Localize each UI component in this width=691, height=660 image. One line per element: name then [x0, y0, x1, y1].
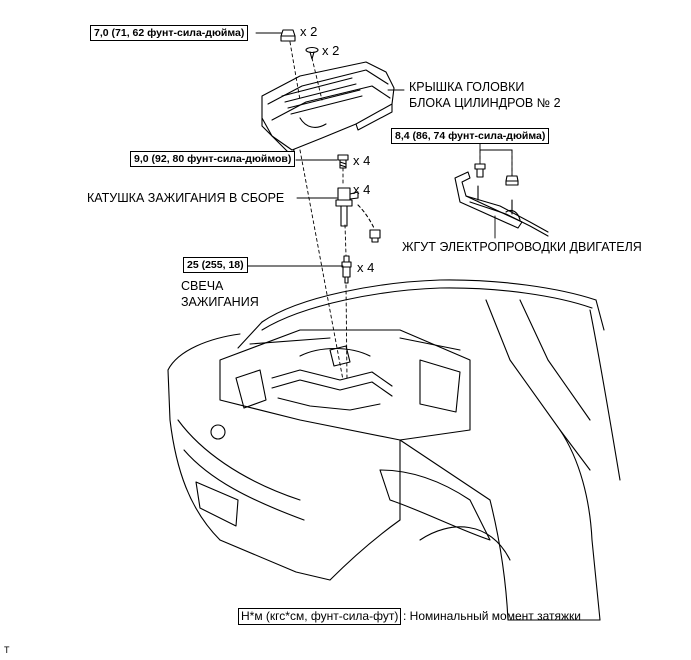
- torque-harness-bolt: 8,4 (86, 74 фунт-сила-дюйма): [391, 128, 550, 144]
- cover-nut-icon: [280, 29, 296, 42]
- ignition-coil: [335, 187, 359, 227]
- torque-spark-plug: 25 (255, 18): [183, 257, 248, 273]
- qty-cover-clip: x 2: [322, 43, 340, 58]
- label-cover-line2: БЛОКА ЦИЛИНДРОВ № 2: [409, 96, 561, 110]
- legend-description: : Номинальный момент затяжки: [403, 609, 581, 623]
- cylinder-head-cover: [261, 61, 395, 157]
- qty-cover-nut: x 2: [300, 24, 318, 39]
- torque-coil-bolt: 9,0 (92, 80 фунт-сила-дюймов): [130, 151, 296, 167]
- qty-spark-plug: x 4: [357, 260, 375, 275]
- coil-bolt-icon: [337, 154, 349, 169]
- label-spark-plug-line2: ЗАЖИГАНИЯ: [181, 295, 259, 309]
- cover-clip-icon: [305, 46, 319, 60]
- legend-unit-box: Н*м (кгс*см, фунт-сила-фут): [238, 608, 402, 625]
- footer-mark: T: [4, 645, 10, 655]
- harness-nut-icon: [505, 175, 519, 186]
- qty-coil-bolt: x 4: [353, 153, 371, 168]
- coil-connector-icon: [357, 204, 381, 243]
- spark-plug: [341, 255, 352, 284]
- label-cover-line1: КРЫШКА ГОЛОВКИ: [409, 80, 525, 94]
- leader-lines: [247, 32, 513, 267]
- engine-wire-harness: [454, 171, 549, 237]
- harness-bolt-icon: [474, 163, 486, 178]
- label-ignition-coil: КАТУШКА ЗАЖИГАНИЯ В СБОРЕ: [87, 191, 285, 205]
- torque-cover-nut: 7,0 (71, 62 фунт-сила-дюйма): [90, 25, 249, 41]
- qty-coil: x 4: [353, 182, 371, 197]
- car-front-illustration: [167, 279, 621, 621]
- label-engine-wire-harness: ЖГУТ ЭЛЕКТРОПРОВОДКИ ДВИГАТЕЛЯ: [402, 240, 642, 254]
- label-spark-plug-line1: СВЕЧА: [181, 279, 224, 293]
